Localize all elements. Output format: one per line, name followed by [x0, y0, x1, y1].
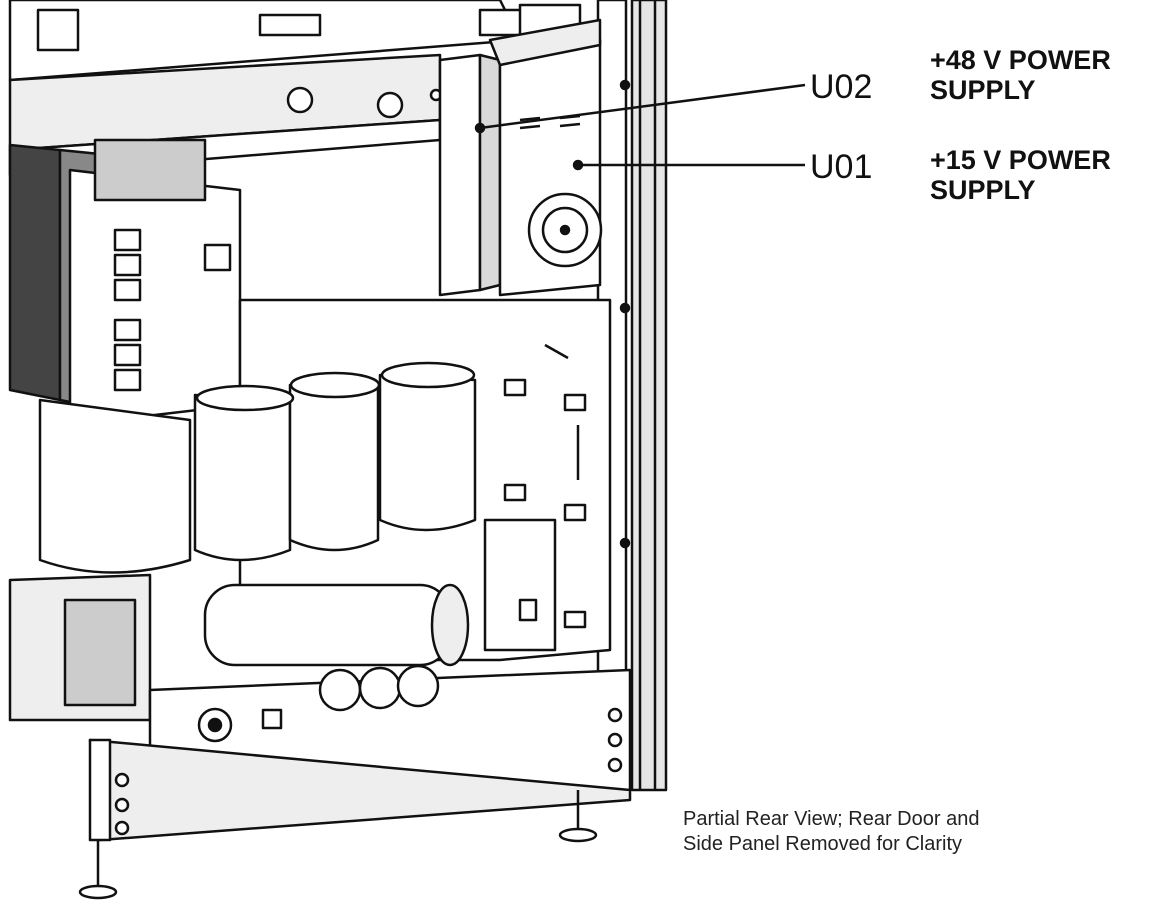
leveling-feet: [78, 790, 598, 900]
figure-caption: Partial Rear View; Rear Door and Side Pa…: [683, 807, 979, 857]
callout-description-u01-line1: +15 V POWER: [930, 145, 1111, 175]
callout-leaders: [479, 83, 806, 167]
callout-description-u01-line2: SUPPLY: [930, 175, 1036, 205]
control-board: [68, 138, 242, 427]
callout-description-u01: +15 V POWER SUPPLY: [930, 145, 1111, 205]
top-circuit-board: [8, 0, 582, 177]
bottom-bracket: [88, 664, 632, 842]
power-supply-u01: [488, 18, 603, 297]
callout-description-u02-line2: SUPPLY: [930, 75, 1036, 105]
figure-caption-line2: Side Panel Removed for Clarity: [683, 833, 963, 855]
transformer: [8, 573, 152, 722]
capacitor-bank: [38, 361, 477, 574]
resistor-tube: [203, 583, 470, 667]
cabinet-side-frame: [596, 0, 668, 792]
callout-ref-u02: U02: [810, 68, 873, 106]
callout-description-u02: +48 V POWER SUPPLY: [930, 45, 1111, 105]
power-supply-u02: [438, 53, 502, 297]
callout-description-u02-line1: +48 V POWER: [930, 45, 1111, 75]
callout-ref-u01: U01: [810, 148, 873, 186]
figure-caption-line1: Partial Rear View; Rear Door and: [683, 808, 980, 830]
leader-u02: [479, 83, 806, 130]
terminal-block: [483, 518, 557, 652]
